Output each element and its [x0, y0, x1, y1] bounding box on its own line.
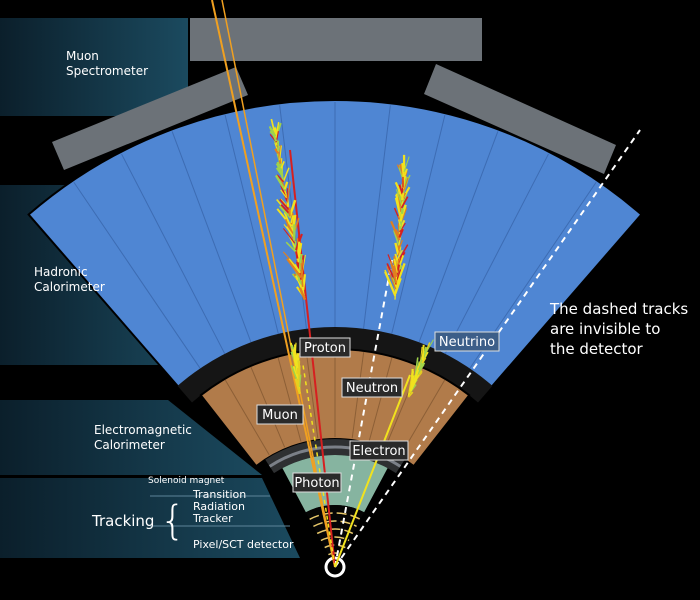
pixel-layer-arc	[328, 552, 342, 556]
hadronic-label-1: Hadronic	[34, 265, 88, 279]
hadronic-segment-line	[121, 153, 226, 355]
proton-label: Proton	[304, 341, 346, 356]
pixel-layer-arc	[316, 528, 354, 535]
note-line-2: are invisible to	[550, 320, 660, 338]
muon-chamber-left	[52, 67, 248, 170]
trt-label-1: Transition	[192, 488, 246, 501]
photon-label: Photon	[294, 476, 339, 491]
particle-showers	[268, 118, 434, 398]
solenoid-label: Solenoid magnet	[148, 476, 225, 486]
neutron-shower	[384, 154, 411, 300]
proton-tag: Proton	[299, 337, 351, 358]
subsystem-labels: Muon Spectrometer Hadronic Calorimeter E…	[34, 49, 294, 551]
hadronic-calorimeter	[27, 99, 643, 389]
hadronic-segment-line	[171, 131, 252, 343]
note-line-1: The dashed tracks	[549, 300, 688, 318]
muon-spectrometer-label-1: Muon	[66, 49, 99, 63]
neutron-tag: Neutron	[341, 377, 403, 398]
em-panel	[0, 400, 262, 475]
note-line-3: the detector	[550, 340, 644, 358]
dashed-track-note: The dashed tracks are invisible to the d…	[549, 300, 688, 358]
pixel-region	[305, 505, 365, 567]
muon-tag: Muon	[256, 404, 304, 425]
em-segment-line	[277, 357, 302, 442]
photon-tag: Photon	[292, 472, 342, 493]
hadronic-label-2: Calorimeter	[34, 280, 105, 294]
photon-track	[302, 364, 336, 568]
neutrino-tag: Neutrino	[434, 331, 500, 352]
pixel-layer-arc	[313, 520, 357, 528]
hadronic-segment-line	[391, 115, 446, 334]
neutron-label: Neutron	[346, 381, 398, 396]
em-segment-line	[368, 357, 393, 442]
electron-shower	[407, 339, 434, 398]
muon-spectrometer-label-2: Spectrometer	[66, 64, 148, 78]
electron-track	[334, 374, 411, 568]
electron-tag: Electron	[349, 440, 409, 461]
em-label-2: Calorimeter	[94, 438, 165, 452]
photon-shower	[289, 342, 302, 395]
hadronic-segment-line	[444, 153, 549, 355]
trt-label-3: Tracker	[192, 512, 233, 525]
muon-chambers	[52, 18, 616, 174]
hadronic-segment-line	[73, 181, 201, 369]
proton-shower	[268, 118, 307, 301]
neutron-track	[334, 259, 393, 568]
muon-label: Muon	[262, 408, 298, 423]
hadronic-segment-line	[418, 131, 499, 343]
em-label-1: Electromagnetic	[94, 423, 192, 437]
muon-chamber-top	[190, 18, 482, 61]
tracking-brace-icon: {	[160, 498, 185, 544]
pixel-label: Pixel/SCT detector	[193, 538, 294, 551]
tracking-label: Tracking	[91, 512, 154, 530]
pixel-layer-arc	[324, 544, 346, 549]
hadronic-segment-line	[363, 105, 391, 329]
hadronic-segment-line	[224, 115, 279, 334]
particle-labels: Proton Neutrino Neutron Muon Electron Ph…	[256, 331, 500, 493]
tracking-panel	[0, 478, 300, 558]
pixel-layer-arc	[320, 536, 350, 542]
neutrino-label: Neutrino	[439, 335, 495, 350]
em-segment-line	[305, 351, 319, 439]
trt-label-2: Radiation	[193, 500, 245, 513]
pixel-layer-arc	[309, 512, 361, 520]
muon-chamber-right	[424, 64, 616, 174]
electron-label: Electron	[352, 444, 405, 459]
em-segment-line	[224, 379, 270, 456]
